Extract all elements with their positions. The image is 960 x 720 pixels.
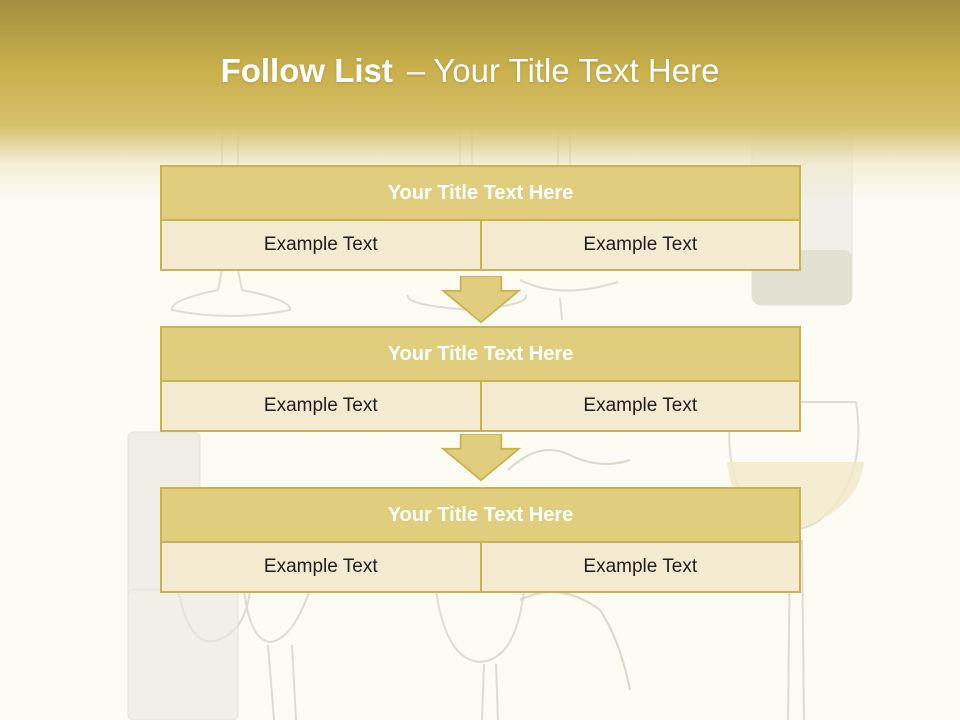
block-cell-left[interactable]: Example Text bbox=[160, 543, 482, 593]
block-row: Example Text Example Text bbox=[160, 221, 801, 271]
down-arrow-icon bbox=[440, 434, 522, 482]
block-row: Example Text Example Text bbox=[160, 382, 801, 432]
list-block-2: Your Title Text Here Example Text Exampl… bbox=[160, 326, 801, 432]
list-block-3: Your Title Text Here Example Text Exampl… bbox=[160, 487, 801, 593]
block-cell-left[interactable]: Example Text bbox=[160, 382, 482, 432]
block-cell-right[interactable]: Example Text bbox=[479, 221, 801, 271]
block-cell-right[interactable]: Example Text bbox=[479, 382, 801, 432]
block-title[interactable]: Your Title Text Here bbox=[160, 487, 801, 543]
block-cell-left[interactable]: Example Text bbox=[160, 221, 482, 271]
block-title[interactable]: Your Title Text Here bbox=[160, 326, 801, 382]
block-row: Example Text Example Text bbox=[160, 543, 801, 593]
block-title[interactable]: Your Title Text Here bbox=[160, 165, 801, 221]
slide-title: Follow List–Your Title Text Here bbox=[0, 52, 940, 90]
list-block-1: Your Title Text Here Example Text Exampl… bbox=[160, 165, 801, 271]
down-arrow-icon bbox=[440, 276, 522, 324]
slide-title-bold: Follow List bbox=[220, 52, 393, 89]
slide-title-dash: – bbox=[406, 52, 426, 89]
slide-title-rest: Your Title Text Here bbox=[433, 52, 720, 89]
block-cell-right[interactable]: Example Text bbox=[479, 543, 801, 593]
